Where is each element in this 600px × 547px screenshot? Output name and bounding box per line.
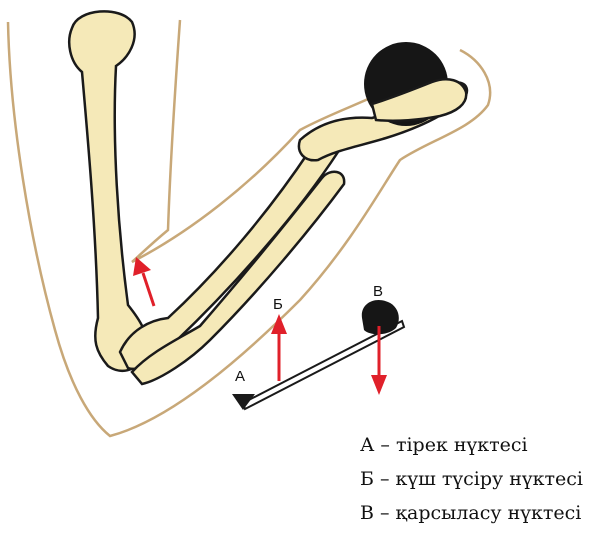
radius-bone — [118, 141, 340, 371]
effort-arrow-head — [271, 314, 287, 334]
ulna-bone — [130, 170, 346, 386]
legend-row-a: А – тірек нүктесі — [360, 434, 528, 456]
muscle-force-arrow-shaft — [141, 272, 156, 307]
fingers-over-ball — [370, 78, 468, 123]
resistance-ball — [361, 299, 399, 335]
legend-row-c: В – қарсыласу нүктесі — [360, 502, 582, 524]
point-label-a: А — [235, 368, 245, 385]
resistance-arrow-head — [371, 375, 387, 395]
point-label-c: В — [373, 283, 383, 300]
legend: А – тірек нүктесі Б – күш түсіру нүктесі… — [360, 428, 596, 530]
point-label-b: Б — [273, 296, 283, 313]
fulcrum-triangle — [232, 394, 255, 410]
arm-inner-skin-outline — [131, 19, 441, 264]
upper-arm-skin-outline — [6, 21, 492, 438]
humerus-bone — [68, 10, 149, 372]
legend-row-b: Б – күш түсіру нүктесі — [360, 468, 583, 490]
muscle-force-arrow-head — [133, 257, 151, 276]
